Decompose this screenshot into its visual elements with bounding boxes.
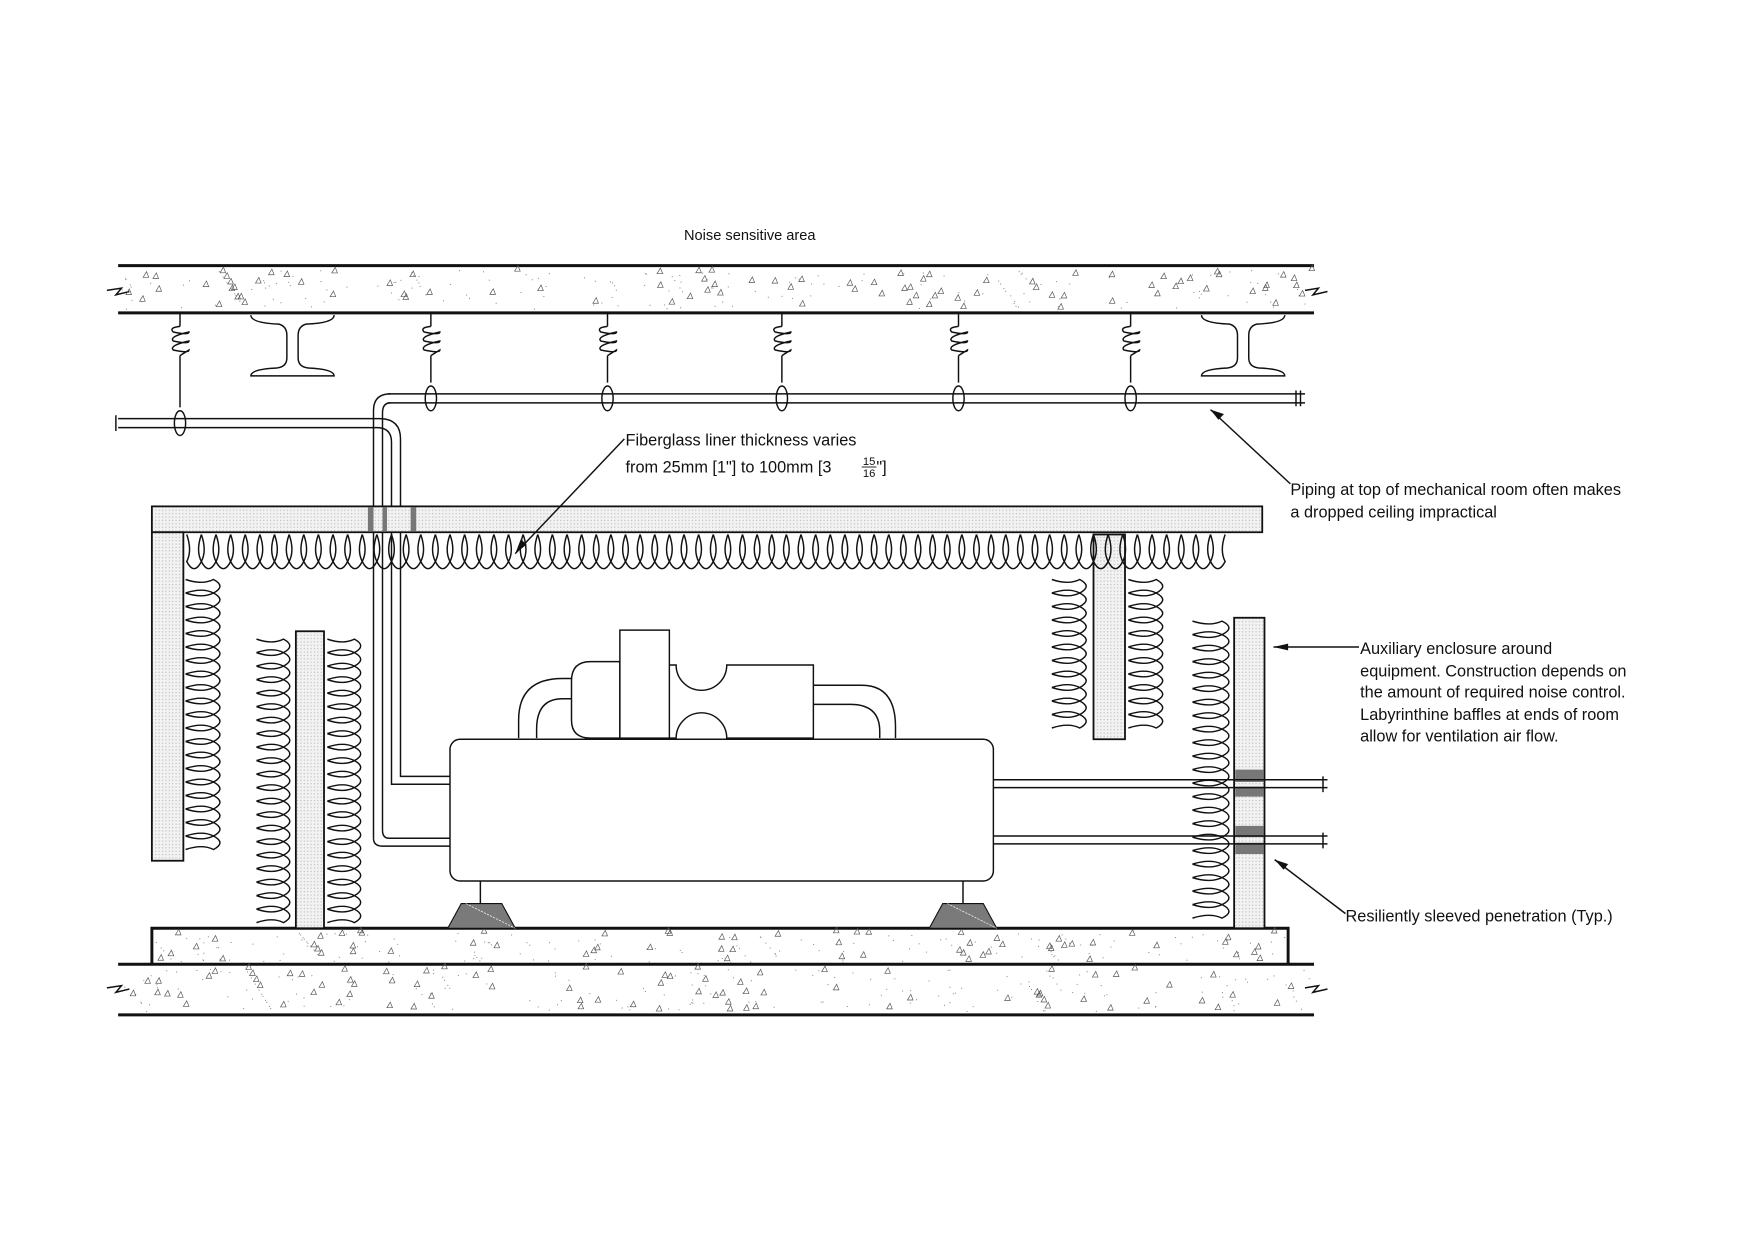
left-baffle-panel [294, 630, 325, 930]
svg-text:Piping at top of mechanical ro: Piping at top of mechanical room often m… [1290, 481, 1621, 499]
noise-sensitive-area-label: Noise sensitive area [684, 228, 816, 244]
floor-slab [106, 962, 1328, 1017]
equipment-unit [446, 629, 1328, 929]
svg-text:"]: "] [876, 459, 886, 477]
svg-text:the amount of required noise c: the amount of required noise control. [1360, 684, 1625, 702]
top-concrete-slab [106, 264, 1328, 315]
spring-hangers [171, 312, 1141, 437]
leader-lines [514, 409, 1359, 915]
right-enclosure-wall [1233, 616, 1266, 930]
overhead-piping [115, 390, 1305, 847]
svg-text:Auxiliary enclosure around: Auxiliary enclosure around [1360, 640, 1552, 658]
steel-beams [250, 314, 1286, 377]
fiberglass-annotation: Fiberglass liner thickness varies from 2… [626, 432, 887, 480]
svg-text:Fiberglass liner thickness var: Fiberglass liner thickness varies [626, 432, 857, 450]
enclosure-annotation: Auxiliary enclosure around equipment. Co… [1360, 640, 1626, 746]
piping-annotation: Piping at top of mechanical room often m… [1290, 481, 1621, 521]
enclosure-ceiling-panel [150, 505, 1264, 534]
svg-text:15: 15 [863, 456, 876, 468]
right-baffle-panel [1092, 533, 1126, 741]
svg-text:a dropped ceiling impractical: a dropped ceiling impractical [1290, 504, 1497, 522]
housekeeping-pad [150, 926, 1290, 965]
svg-text:equipment. Construction depend: equipment. Construction depends on [1360, 662, 1626, 680]
svg-text:from 25mm [1"] to 100mm [3: from 25mm [1"] to 100mm [3 [626, 459, 832, 477]
penetration-annotation: Resiliently sleeved penetration (Typ.) [1346, 908, 1613, 926]
svg-text:Labyrinthine baffles at ends o: Labyrinthine baffles at ends of room [1360, 706, 1619, 724]
svg-text:allow for ventilation air flow: allow for ventilation air flow. [1360, 728, 1558, 746]
fiberglass-insulation [185, 534, 1230, 924]
left-enclosure-wall [150, 531, 185, 862]
svg-text:16: 16 [863, 468, 876, 480]
